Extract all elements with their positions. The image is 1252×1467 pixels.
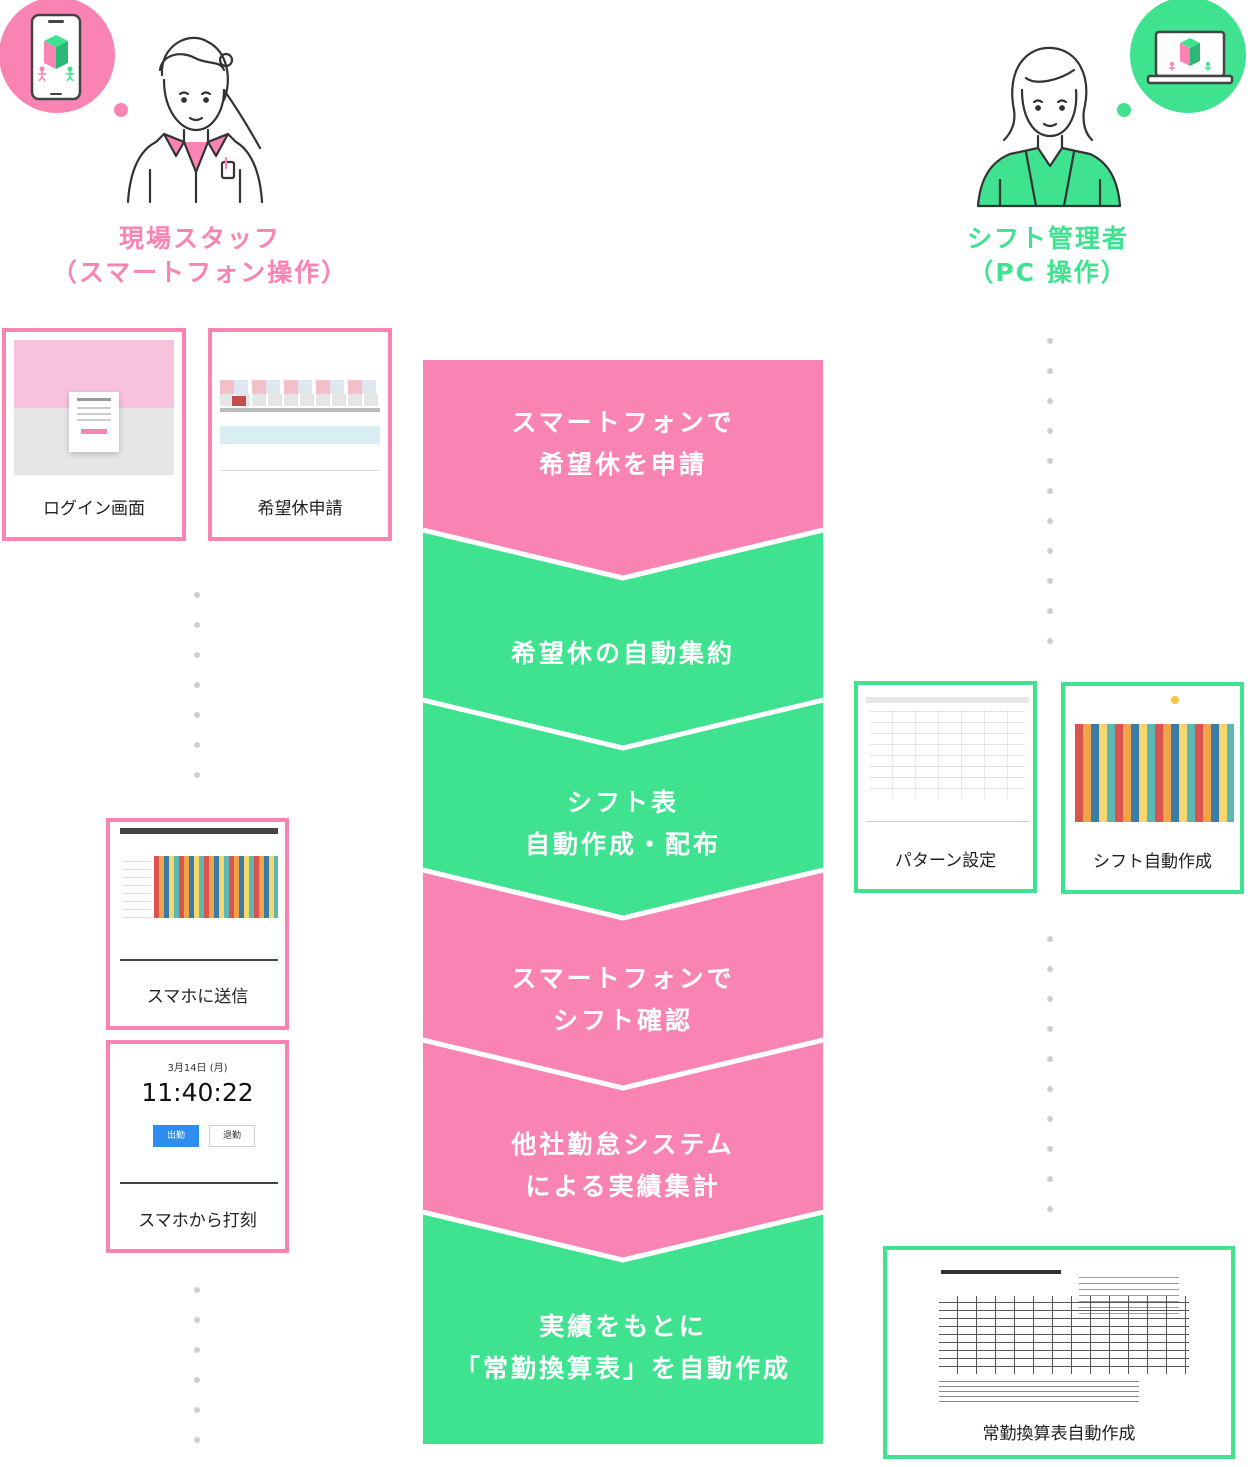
flow-step-5: 他社勤怠システム による実績集計 [423,1122,823,1210]
send-to-phone-thumbnail [120,828,278,958]
flow-divider-4 [422,1037,824,1091]
flow-band-6 [423,1212,823,1444]
staff-title: 現場スタッフ （スマートフォン操作） [40,222,360,290]
login-screen-thumbnail [14,340,174,475]
clock-out-button[interactable]: 退勤 [209,1125,255,1147]
clock-in-button[interactable]: 出勤 [153,1125,199,1147]
flow-band-5 [423,1040,823,1260]
staff-connector-dots-1 [193,592,201,802]
pattern-setting-card: パターン設定 [854,681,1037,893]
fte-report-card: 常勤換算表自動作成 [883,1246,1235,1459]
send-to-phone-card: スマホに送信 [106,818,289,1030]
login-screen-card: ログイン画面 [2,328,186,541]
flow-step-4-text: スマートフォンで シフト確認 [511,964,735,1035]
flow-divider-3 [422,867,824,921]
workflow-steps: スマートフォンで 希望休を申請 希望休の自動集約 シフト表 自動作成・配布 スマ… [423,360,823,1444]
clock-date: 3月14日 (月) [167,1063,228,1074]
flow-step-6-text: 実績をもとに 「常勤換算表」を自動作成 [454,1312,791,1383]
flow-step-4: スマートフォンで シフト確認 [423,956,823,1044]
manager-title-line1: シフト管理者 [966,224,1129,253]
flow-step-1: スマートフォンで 希望休を申請 [423,400,823,488]
flow-divider-1 [422,527,824,581]
flow-step-3-text: シフト表 自動作成・配布 [524,788,721,859]
punch-from-phone-caption: スマホから打刻 [138,1211,257,1231]
holiday-request-caption: 希望休申請 [257,499,343,519]
manager-woman-icon [970,40,1130,210]
manager-bubble-dot [1117,103,1131,117]
flow-step-1-text: スマートフォンで 希望休を申請 [511,408,735,479]
flow-step-3: シフト表 自動作成・配布 [423,780,823,868]
flow-band-1 [423,360,823,578]
login-screen-caption: ログイン画面 [43,499,145,519]
auto-shift-thumbnail [1073,694,1236,824]
flow-step-2: 希望休の自動集約 [423,630,823,678]
manager-title: シフト管理者 （PC 操作） [888,222,1208,290]
pattern-setting-thumbnail [866,693,1029,823]
workflow-chevrons [422,360,824,1444]
holiday-request-thumbnail [220,340,380,475]
flow-step-2-text: 希望休の自動集約 [510,639,735,668]
staff-title-line2: （スマートフォン操作） [51,258,349,287]
auto-shift-card: シフト自動作成 [1061,682,1244,894]
auto-shift-caption: シフト自動作成 [1093,852,1212,872]
staff-title-line1: 現場スタッフ [118,224,281,253]
holiday-request-card: 希望休申請 [208,328,392,541]
send-to-phone-caption: スマホに送信 [146,987,249,1007]
flow-band-3 [423,700,823,918]
staff-bubble-dot [114,103,128,117]
pattern-setting-caption: パターン設定 [894,851,997,871]
fte-report-thumbnail [899,1260,1223,1408]
laptop-app-icon [1146,28,1234,88]
manager-connector-dots-1 [1046,338,1054,668]
staff-connector-dots-2 [193,1287,201,1467]
smartphone-app-icon [30,13,82,101]
manager-title-line2: （PC 操作） [968,258,1128,287]
flow-band-4 [423,870,823,1088]
staff-woman-icon [120,30,270,210]
flow-divider-2 [422,697,824,751]
manager-connector-dots-2 [1046,936,1054,1236]
flow-band-2 [423,530,823,748]
punch-from-phone-card: 3月14日 (月) 11:40:22 出勤 退勤 スマホから打刻 [106,1040,289,1253]
flow-step-6: 実績をもとに 「常勤換算表」を自動作成 [423,1304,823,1392]
flow-step-5-text: 他社勤怠システム による実績集計 [511,1130,735,1201]
clock-time: 11:40:22 [141,1078,254,1107]
fte-report-caption: 常勤換算表自動作成 [982,1424,1136,1444]
flow-divider-5 [422,1209,824,1263]
